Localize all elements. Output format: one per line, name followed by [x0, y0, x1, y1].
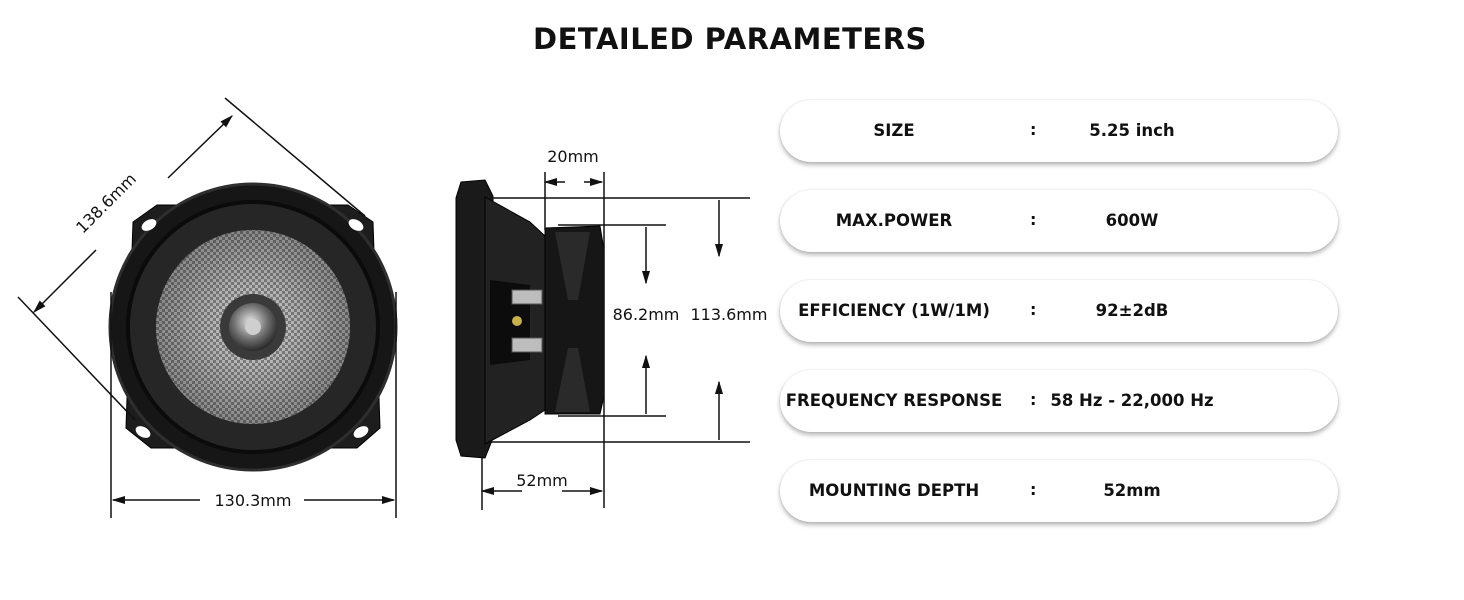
magnet-depth-label: 20mm — [547, 147, 599, 166]
mounting-hole — [135, 426, 151, 438]
spec-separator: : — [1030, 210, 1037, 229]
speaker-side-view — [455, 179, 605, 459]
spec-list: SIZE : 5.25 inch MAX.POWER : 600W EFFICI… — [780, 100, 1338, 550]
spec-label: MAX.POWER — [835, 211, 953, 230]
spec-label: EFFICIENCY (1W/1M) — [798, 301, 990, 320]
spec-value: 92±2dB — [1095, 301, 1169, 320]
spec-row-size: SIZE : 5.25 inch — [780, 100, 1338, 162]
spec-separator: : — [1030, 390, 1037, 409]
mounting-hole — [353, 426, 369, 438]
spec-label: SIZE — [873, 121, 915, 140]
spec-label: MOUNTING DEPTH — [808, 481, 980, 500]
spec-value: 52mm — [1103, 481, 1161, 500]
mounting-depth-dimension-label: 52mm — [516, 471, 568, 490]
page-title: DETAILED PARAMETERS — [533, 22, 927, 56]
spec-label: FREQUENCY RESPONSE — [785, 391, 1003, 410]
mounting-hole — [141, 219, 157, 231]
width-dimension-label: 130.3mm — [215, 491, 292, 510]
spec-row-frequency-response: FREQUENCY RESPONSE : 58 Hz - 22,000 Hz — [780, 370, 1338, 432]
spec-value: 5.25 inch — [1089, 121, 1175, 140]
body-diameter-label: 113.6mm — [691, 305, 768, 324]
spec-separator: : — [1030, 300, 1037, 319]
spec-row-mounting-depth: MOUNTING DEPTH : 52mm — [780, 460, 1338, 522]
mounting-hole — [348, 219, 364, 231]
spec-row-efficiency: EFFICIENCY (1W/1M) : 92±2dB — [780, 280, 1338, 342]
spec-value: 58 Hz - 22,000 Hz — [1050, 391, 1214, 410]
speaker-front-view — [108, 182, 398, 472]
magnet-diameter-label: 86.2mm — [613, 305, 680, 324]
spec-separator: : — [1030, 120, 1037, 139]
spec-row-max-power: MAX.POWER : 600W — [780, 190, 1338, 252]
spec-value: 600W — [1105, 211, 1159, 230]
spec-separator: : — [1030, 480, 1037, 499]
diagonal-dimension-label: 138.6mm — [72, 169, 140, 237]
